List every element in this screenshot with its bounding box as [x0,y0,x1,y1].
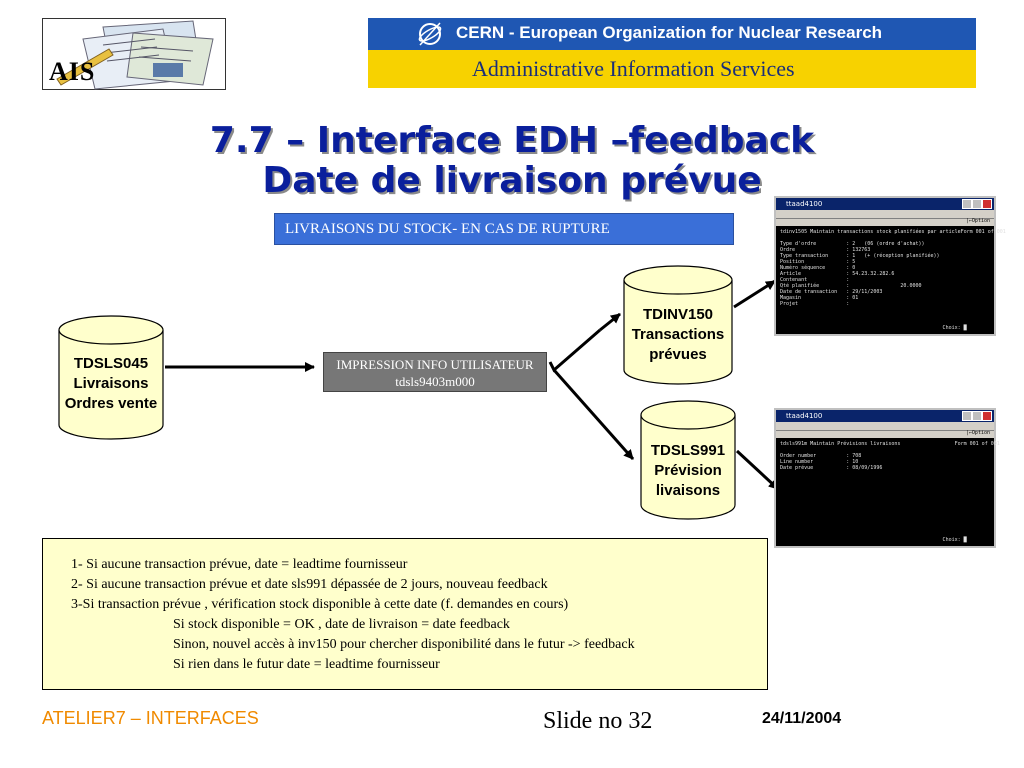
ais-header-bar: Administrative Information Services [368,50,976,88]
note-line-6: Si rien dans le futur date = leadtime fo… [173,657,440,672]
tdinv150-desc2: prévues [649,346,707,363]
tdsls991-desc1: Prévision [654,462,722,479]
terminal-toolbar: |←Option [776,430,994,438]
tdinv150-name: TDINV150 [642,306,714,323]
terminal-line: tdinv1505 Maintain transactions stock pl… [780,229,1006,235]
minimize-icon [962,199,972,209]
source-db-name: TDSLS045 [73,355,149,372]
note-line-5: Sinon, nouvel accès à inv150 pour cherch… [173,637,635,652]
terminal-screenshot-tdinv150: ttaad4100 |←Option tdinv1505 Maintain tr… [774,196,1006,336]
terminal-line: Article : 54.23.32.282.6 [780,271,895,277]
footer-slide-number: Slide no 32 [543,708,653,734]
footer-date: 24/11/2004 [762,710,842,727]
terminal-toolbar: |←Option [776,218,994,226]
terminal-line: Choix: █ [780,537,967,543]
terminal-line: Order number : 708 [780,453,862,459]
cern-name: CERN - European Organization for Nuclear… [456,23,883,42]
terminal-line: Projet : [780,301,850,307]
ais-name: Administrative Information Services [472,56,795,81]
cern-header-bar: CERN - European Organization for Nuclear… [368,18,976,50]
terminal-line: Choix: █ [780,325,967,331]
arrow-tdsls991-to-screen [735,449,780,491]
terminal-title: ttaad4100 [786,412,823,420]
terminal-screen-text: tdsls991m Maintain Prévisions livraisons… [776,438,1000,546]
option-label: |←Option [965,430,990,436]
source-db-desc1: Livraisons [73,375,149,392]
tdinv150-cylinder [623,265,733,385]
terminal-line: Type d'ordre : 2 (06 (ordre d'achat)) [780,241,925,247]
terminal-line: Numéro séquence : 0 [780,265,856,271]
process-box: IMPRESSION INFO UTILISATEUR tdsls9403m00… [323,352,547,392]
notes-box: 1- Si aucune transaction prévue, date = … [42,538,768,690]
terminal-titlebar: ttaad4100 [776,410,994,422]
terminal-line: Date prévue : 08/09/1996 [780,465,883,471]
tdsls991-label: TDSLS991 Prévision livaisons [638,441,738,501]
ais-logo-text: AIS [49,57,96,86]
terminal-menubar [776,210,994,219]
scenario-banner: LIVRAISONS DU STOCK- EN CAS DE RUPTURE [274,213,734,245]
ais-logo: AIS [42,18,226,90]
tdsls991-name: TDSLS991 [650,442,726,459]
option-label: |←Option [965,218,990,224]
source-database-cylinder [58,315,164,440]
maximize-icon [972,199,982,209]
terminal-line: Magasin : 01 [780,295,859,301]
terminal-title: ttaad4100 [786,200,823,208]
maximize-icon [972,411,982,421]
terminal-line: tdsls991m Maintain Prévisions livraisons… [780,441,1000,447]
terminal-titlebar: ttaad4100 [776,198,994,210]
footer-workshop: ATELIER7 – INTERFACES [42,708,259,728]
note-line-4: Si stock disponible = OK , date de livra… [173,617,510,632]
terminal-line: Position : 5 [780,259,856,265]
close-icon [982,199,992,209]
note-line-3: 3-Si transaction prévue , vérification s… [71,597,569,612]
minimize-icon [962,411,972,421]
tdinv150-desc1: Transactions [631,326,725,343]
tdsls991-cylinder [640,400,736,520]
terminal-line: Ordre : 132763 [780,247,871,253]
source-db-label: TDSLS045 Livraisons Ordres vente [54,354,168,414]
terminal-screenshot-tdsls991: ttaad4100 |←Option tdsls991m Maintain Pr… [774,408,1000,548]
close-icon [982,411,992,421]
terminal-menubar [776,422,994,431]
note-line-2: 2- Si aucune transaction prévue et date … [71,577,548,592]
slide-title-line2: Date de livraison prévue [262,160,762,201]
tdsls991-desc2: livaisons [655,482,721,499]
process-code: tdsls9403m000 [395,374,475,389]
terminal-line: Qté planifiée : 20.0000 [780,283,922,289]
source-db-desc2: Ordres vente [64,395,158,412]
arrow-to-tdsls991 [552,369,635,460]
terminal-line: Type transaction : 1 (+ (réception plani… [780,253,940,259]
arrow-tdinv150-to-screen [733,279,776,309]
note-line-1: 1- Si aucune transaction prévue, date = … [71,557,408,572]
branch-line [548,328,601,373]
terminal-line: Contenant : [780,277,850,283]
terminal-screen-text: tdinv1505 Maintain transactions stock pl… [776,226,1006,334]
arrow-to-tdinv150 [599,312,621,332]
cern-logo-icon [418,22,442,46]
tdinv150-label: TDINV150 Transactions prévues [620,305,736,365]
slide-title-line1: 7.7 – Interface EDH –feedback [209,120,815,161]
terminal-line: Line number : 10 [780,459,859,465]
process-name: IMPRESSION INFO UTILISATEUR [336,357,534,372]
documents-illustration [43,19,225,90]
terminal-line: Date de transaction : 29/11/2003 [780,289,883,295]
